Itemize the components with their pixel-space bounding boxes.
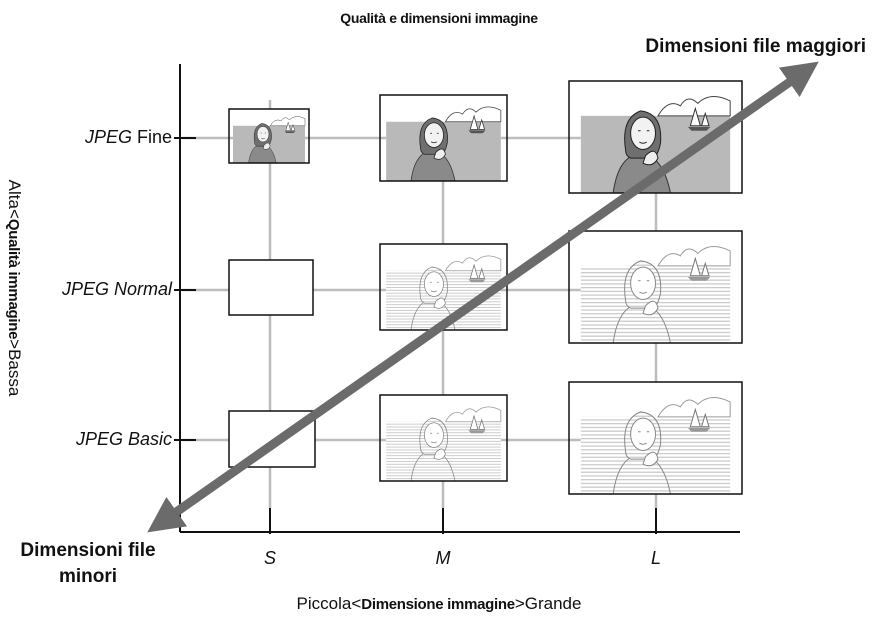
x-tick-label-m: M — [435, 548, 451, 568]
thumb-normal-m — [379, 243, 508, 331]
file-size-arrow — [147, 61, 819, 533]
y-tick-label-fine: JPEG Fine — [84, 127, 172, 147]
thumb-basic-m — [379, 394, 508, 482]
thumbnails — [228, 80, 743, 495]
thumb-fine-s — [228, 108, 310, 164]
y-tick-label-normal: JPEG Normal — [61, 279, 172, 299]
y-tick-label-basic: JPEG Basic — [75, 429, 172, 449]
thumb-fine-m — [379, 94, 508, 182]
thumb-basic-l — [568, 381, 743, 495]
x-tick-label-s: S — [263, 548, 276, 568]
diagram-title: Qualità e dimensioni immagine — [340, 10, 538, 26]
y-axis-title: Alta<Qualità immagine>Bassa — [5, 179, 24, 397]
label-smaller-files-line1: Dimensioni file — [20, 540, 156, 561]
x-tick-label-l: L — [650, 548, 661, 568]
label-larger-files: Dimensioni file maggiori — [645, 36, 866, 57]
x-axis-title: Piccola<Dimensione immagine>Grande — [296, 594, 582, 613]
label-smaller-files: Dimensioni file minori — [8, 538, 168, 590]
thumb-normal-s — [228, 259, 314, 316]
thumb-normal-l — [568, 230, 743, 344]
label-smaller-files-line2: minori — [58, 566, 118, 587]
